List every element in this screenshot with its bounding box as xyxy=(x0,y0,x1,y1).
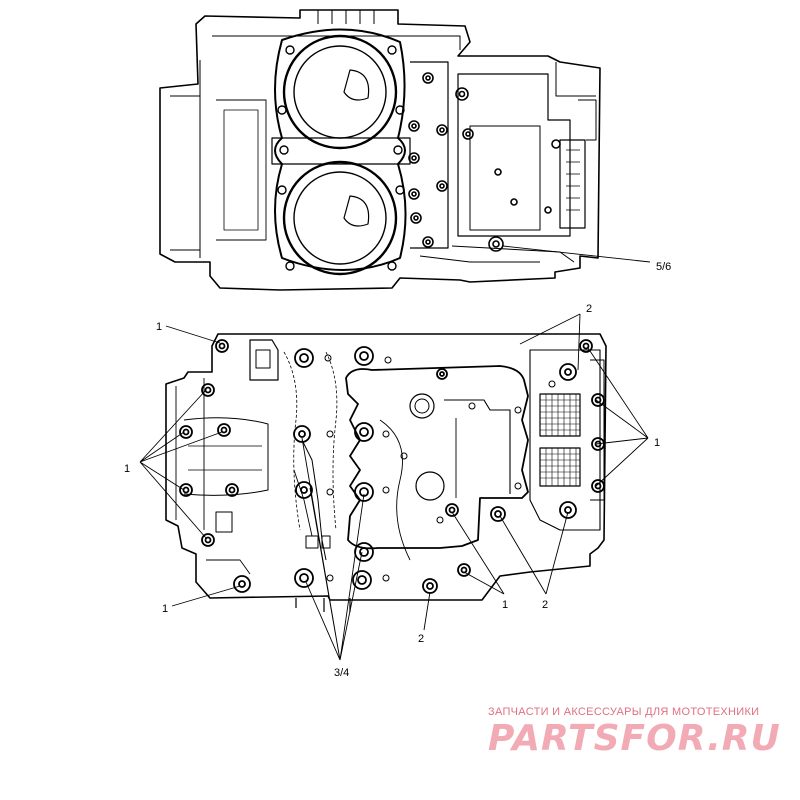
lower-crankcase-outline xyxy=(165,333,607,601)
callout-1-top: 1 xyxy=(156,321,162,333)
cylinder-bore-front xyxy=(282,34,398,150)
callout-1-right: 1 xyxy=(654,437,660,449)
small-holes xyxy=(324,354,556,582)
callout-2-top: 2 xyxy=(586,303,592,315)
watermark-tagline: ЗАПЧАСТИ И АКСЕССУАРЫ ДЛЯ МОТОТЕХНИКИ xyxy=(488,706,760,718)
cylinder-gasket xyxy=(274,28,407,271)
lower-crankcase xyxy=(165,333,607,612)
leader-5-6 xyxy=(502,245,651,263)
callout-5-6: 5/6 xyxy=(656,261,671,273)
cylinder-bore-rear xyxy=(282,160,398,276)
upper-bolt-holes xyxy=(277,45,405,271)
callout-1-bottom-mid: 1 xyxy=(502,599,508,611)
callout-1-bottom-left: 1 xyxy=(162,603,168,615)
upper-right-bolts xyxy=(408,72,561,252)
callout-2-bottom: 2 xyxy=(418,633,424,645)
watermark-logo: PARTSFOR.RU xyxy=(488,718,781,759)
lower-bolts xyxy=(179,339,605,594)
oil-strainer-lower xyxy=(539,447,581,487)
oil-strainer-upper xyxy=(539,393,581,437)
callout-3-4: 3/4 xyxy=(334,667,349,679)
callout-2-bottom-right: 2 xyxy=(542,599,548,611)
leader-lines xyxy=(139,313,649,661)
sump-gasket xyxy=(345,365,529,550)
upper-crankcase-outline xyxy=(159,9,601,291)
upper-crankcase xyxy=(159,9,651,291)
callout-labels: 1 2 1 1 1 3/4 2 1 2 xyxy=(124,303,660,679)
callout-1-left: 1 xyxy=(124,463,130,475)
